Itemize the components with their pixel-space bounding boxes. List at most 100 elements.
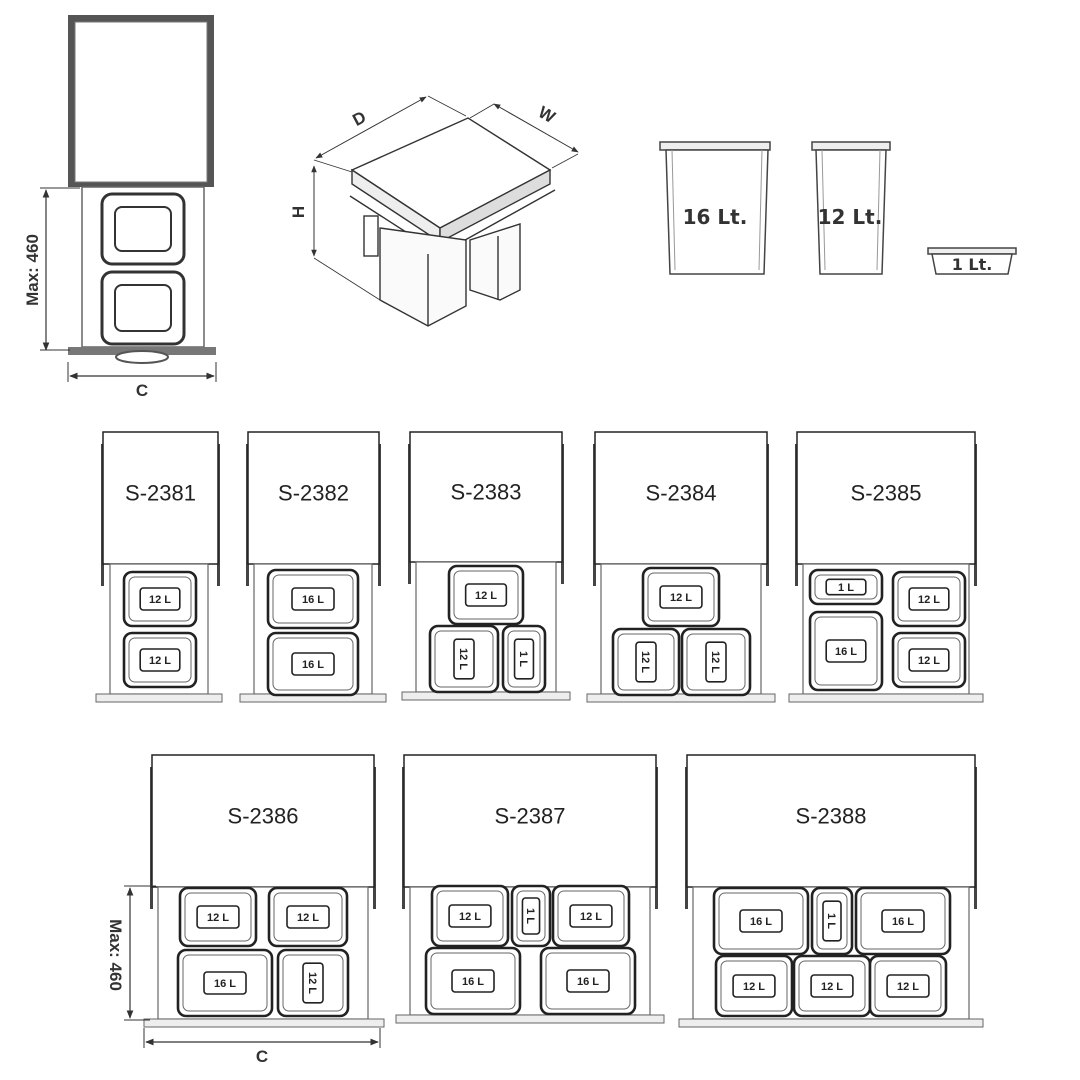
drawer-base [678,1018,984,1028]
depth-label: D [349,107,369,130]
bin-label-box [732,974,776,998]
isometric-drawing [311,95,579,327]
bin: 16 L [808,610,884,692]
bin-capacity-label: 12 L [207,912,229,924]
drawer-base [143,1018,385,1028]
bin: 16 L [266,568,360,630]
cabinet-panel [686,754,976,888]
bin: 12 L [868,954,948,1018]
bin-capacity-label: 12 L [306,972,318,994]
bin: 16 L [712,886,810,956]
bin: 12 L [611,627,681,697]
bin-capacity-label: 12 L [297,912,319,924]
model-code: S-2387 [495,804,566,829]
model-code: S-2385 [851,481,922,506]
bin-label-box [659,585,703,609]
bin: 1 L [808,568,884,606]
bin-label-box [825,578,867,596]
bin-label-box [908,587,950,611]
bin-label-box [705,641,727,683]
cabinet-panel [403,754,657,888]
bin-1-label: 1 Lt. [952,255,993,274]
bin-capacity-label: 16 L [214,978,236,990]
bin-capacity-label: 16 L [577,976,599,988]
drawer-base [788,693,984,703]
width-c-label: C [136,381,148,400]
bin: 12 L [891,570,967,628]
bin-capacity-label: 12 L [457,648,469,670]
bin: 12 L [447,564,525,626]
bin: 1 L [810,886,854,956]
bin: 12 L [714,954,794,1018]
bin-label-box [203,971,247,995]
bin-capacity-label: 12 L [639,651,651,673]
bin-1-drawing: 1 Lt. [927,247,1017,275]
bin-capacity-label: 12 L [918,594,940,606]
bin: 12 L [430,884,510,948]
cabinet-panel [247,431,380,565]
bin-label-box [196,905,240,929]
cabinet-panel [796,431,976,565]
model-code: S-2381 [125,481,196,506]
bin: 16 L [539,946,637,1016]
bin-capacity-label: 16 L [835,646,857,658]
bin-capacity-label: 12 L [475,590,497,602]
bin: 16 L [266,631,360,697]
side-view-drawing: Max: 460 C [23,15,217,400]
cabinet-panel [594,431,768,565]
bin-capacity-label: 1 L [825,913,837,929]
bin: 12 L [680,627,752,697]
bin-label-box [908,648,950,672]
bin-front [379,227,467,327]
bin: 16 L [854,886,952,956]
bin-label-box [825,639,867,663]
bin-12-label: 12 Lt. [818,205,883,229]
model-code: S-2384 [646,481,717,506]
bin: 12 L [428,624,500,694]
bin-back [469,223,521,301]
model-unit: S-2383 12 L 12 L 1 L [401,431,571,701]
model-code: S-2383 [451,480,522,505]
bin-capacity-label: 16 L [750,916,772,928]
bin-label-box [521,897,541,935]
bin-label-box [739,909,783,933]
model-unit: S-2381 12 L 12 L [95,431,223,703]
bin-capacity-label: 12 L [918,655,940,667]
max-height-label: Max: 460 [23,234,42,306]
bin: 12 L [267,886,349,948]
bin-label-box [291,587,335,611]
bin: 1 L [501,624,547,694]
bin-label-box [291,652,335,676]
drawer-base [586,693,776,703]
bin: 12 L [891,631,967,689]
model-unit: S-2385 1 L 12 L 16 L 12 L [788,431,984,703]
bottom-dimensions: Max: 460 C [106,885,381,1066]
cabinet-panel [409,431,563,563]
lid-top [350,117,552,229]
bin-label-box [886,974,930,998]
model-code: S-2388 [796,804,867,829]
bin-label-box [569,904,613,928]
bin: 12 L [792,954,872,1018]
model-code: S-2382 [278,481,349,506]
bin-capacity-label: 12 L [670,592,692,604]
width-w-label: W [535,102,559,127]
bin: 12 L [122,570,198,628]
bin-capacity-label: 1 L [524,908,536,924]
bin-capacity-label: 12 L [149,655,171,667]
bin-capacity-label: 16 L [302,659,324,671]
drawer-base [395,1014,665,1024]
width-c-label-2: C [256,1047,268,1066]
bin: 16 L [176,948,274,1018]
cabinet-panel [102,431,219,565]
bin-label-box [453,638,475,680]
drawer-base [95,693,223,703]
bin-16-drawing: 16 Lt. [659,141,771,275]
cabinet-panel [151,754,375,888]
bin-capacity-label: 12 L [709,651,721,673]
